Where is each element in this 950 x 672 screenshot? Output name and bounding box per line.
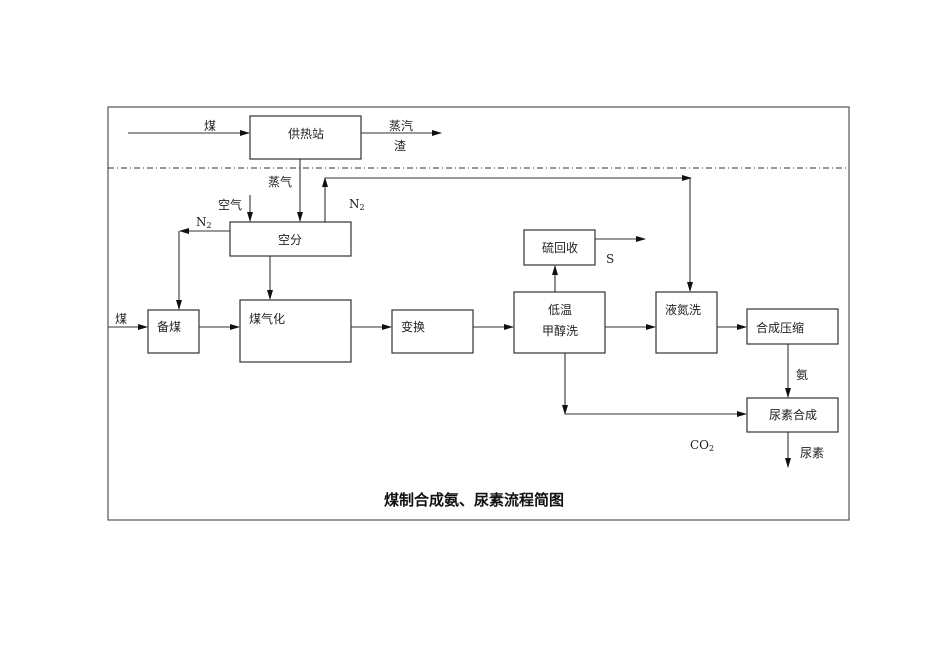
stream-label-sulfur: S xyxy=(606,252,614,266)
stream-label-ammonia: 氨 xyxy=(796,368,808,382)
urea-synthesis-label: 尿素合成 xyxy=(769,407,817,422)
nitrogen-wash-label: 液氮洗 xyxy=(665,302,701,317)
coal-prep-box xyxy=(147,309,200,354)
diagram-frame xyxy=(107,106,850,521)
gasification-box xyxy=(239,299,352,363)
stream-label-n2-left: N2 xyxy=(196,215,212,230)
gasification-label: 煤气化 xyxy=(249,311,285,326)
stream-label-co2: CO2 xyxy=(690,438,714,453)
stream-label-steam: 蒸气 xyxy=(268,174,292,189)
shift-label: 变换 xyxy=(401,319,425,334)
heat-station-label: 供热站 xyxy=(288,127,324,141)
sulfur-recovery-box xyxy=(523,229,596,266)
diagram-title: 煤制合成氨、尿素流程简图 xyxy=(384,491,564,509)
synthesis-compression-box xyxy=(746,308,839,345)
heat-station-box xyxy=(249,115,362,160)
air-separation-box xyxy=(229,221,352,257)
coal-prep-label: 备煤 xyxy=(157,320,181,334)
stream-label-air: 空气 xyxy=(218,197,242,212)
rectisol-label-line2: 甲醇洗 xyxy=(542,323,578,338)
stream-label-slag: 渣 xyxy=(394,139,406,153)
air-separation-label: 空分 xyxy=(278,233,302,247)
stream-label-coal-feed: 煤 xyxy=(115,312,127,326)
synthesis-compression-label: 合成压缩 xyxy=(756,320,804,335)
shift-box xyxy=(391,309,474,354)
rectisol-label-line1: 低温 xyxy=(548,303,572,317)
nitrogen-wash-box xyxy=(655,291,718,354)
stream-label-steam-out: 蒸汽 xyxy=(389,118,413,133)
stream-label-coal-to-heat: 煤 xyxy=(204,119,216,133)
urea-synthesis-box xyxy=(746,397,839,433)
rectisol-box xyxy=(513,291,606,354)
stream-label-urea: 尿素 xyxy=(800,446,824,460)
sulfur-recovery-label: 硫回收 xyxy=(542,240,578,255)
stream-label-n2-right: N2 xyxy=(349,197,365,212)
